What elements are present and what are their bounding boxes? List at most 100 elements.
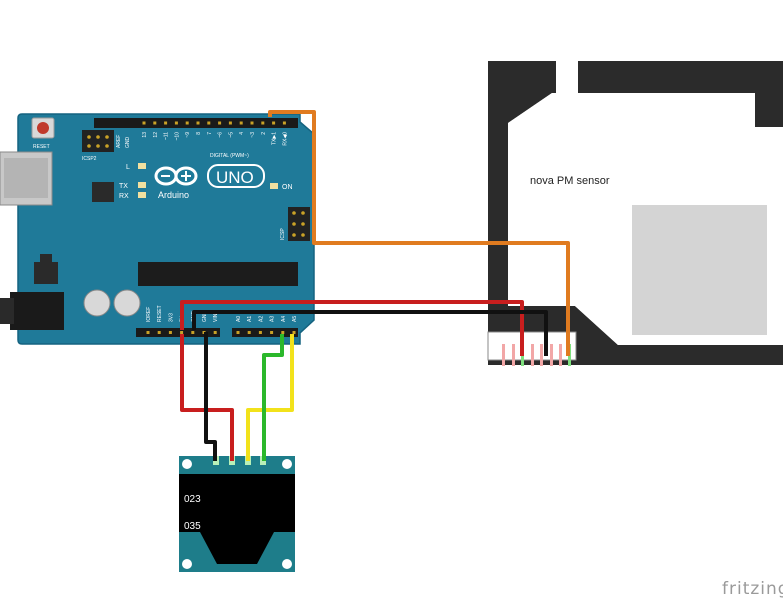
analog-header bbox=[232, 328, 298, 337]
digital-pin bbox=[153, 121, 157, 125]
analog-pin-label: A3 bbox=[270, 316, 276, 322]
analog-pin bbox=[247, 331, 251, 334]
arduino-brand-label: Arduino bbox=[158, 190, 189, 200]
analog-pin bbox=[236, 331, 240, 334]
wires bbox=[180, 110, 570, 461]
power-pin bbox=[157, 331, 161, 334]
digital-pin bbox=[185, 121, 189, 125]
atmega-chip bbox=[138, 262, 298, 286]
digital-pin bbox=[282, 121, 286, 125]
analog-header-pins bbox=[236, 331, 296, 334]
power-pin bbox=[191, 331, 195, 334]
analog-pin bbox=[292, 331, 296, 334]
icsp2-label: ICSP2 bbox=[82, 156, 97, 162]
digital-pin bbox=[272, 121, 276, 125]
digital-pin bbox=[228, 121, 232, 125]
led-rx bbox=[138, 192, 146, 198]
oled-mount-hole-4 bbox=[282, 559, 292, 569]
fritzing-watermark: fritzing bbox=[722, 579, 783, 599]
power-pin-label: IOREF bbox=[146, 307, 152, 322]
digital-pin bbox=[196, 121, 200, 125]
digital-pin bbox=[207, 121, 211, 125]
wire-orange-tx bbox=[268, 110, 570, 356]
power-pin-label: VIN bbox=[213, 313, 219, 322]
digital-pin-label: RX◀0 bbox=[282, 132, 288, 146]
digital-pin-label: ~9 bbox=[185, 132, 191, 138]
power-pin bbox=[146, 331, 150, 334]
oled-display-module: 023 035 bbox=[179, 456, 295, 572]
digital-pin bbox=[218, 121, 222, 125]
icsp-header bbox=[288, 207, 310, 241]
analog-pin-label: A1 bbox=[247, 316, 253, 322]
icsp2-header bbox=[82, 130, 114, 152]
digital-pin-label: ~10 bbox=[174, 132, 180, 141]
uno-badge bbox=[207, 164, 265, 188]
digital-pin-label: ~5 bbox=[228, 132, 234, 138]
nova-pm-sensor: nova PM sensor bbox=[487, 61, 783, 366]
analog-pin-label: A5 bbox=[292, 316, 298, 322]
digital-pin-label: TX▶1 bbox=[272, 132, 278, 145]
digital-pin-label: ~11 bbox=[164, 132, 170, 140]
aref-label: AREF bbox=[116, 135, 122, 148]
power-pin-label: GND bbox=[202, 311, 208, 323]
digital-pin bbox=[250, 121, 254, 125]
digital-pwm-label: DIGITAL (PWM~) bbox=[210, 153, 249, 159]
digital-pin bbox=[142, 121, 146, 125]
power-header bbox=[136, 328, 220, 337]
digital-pin-label: ~3 bbox=[250, 132, 256, 138]
power-pin-label: 3V3 bbox=[168, 313, 174, 322]
analog-pin bbox=[281, 331, 285, 334]
digital-pin-label: 12 bbox=[153, 132, 159, 138]
analog-pin bbox=[270, 331, 274, 334]
digital-pin bbox=[164, 121, 168, 125]
oled-ribbon bbox=[200, 532, 274, 564]
digital-pin bbox=[261, 121, 265, 125]
led-l-label: L bbox=[126, 164, 130, 171]
analog-pin-label: A0 bbox=[236, 316, 242, 322]
digital-pin-label: 2 bbox=[261, 132, 267, 135]
oled-screen bbox=[179, 474, 295, 532]
uno-label: UNO bbox=[216, 168, 254, 187]
digital-pin bbox=[174, 121, 178, 125]
wire-black-oled-gnd bbox=[204, 332, 217, 461]
led-tx-label: TX bbox=[119, 183, 128, 190]
capacitor-2 bbox=[113, 289, 141, 317]
icsp-label: ICSP bbox=[280, 228, 286, 240]
led-l bbox=[138, 163, 146, 169]
wire-yellow-oled-sda bbox=[246, 334, 294, 461]
digital-pin-label: 8 bbox=[196, 132, 202, 135]
analog-pin-label: A4 bbox=[281, 316, 287, 322]
sensor-window bbox=[632, 205, 767, 335]
arduino-pcb bbox=[17, 113, 315, 345]
digital-pin-label: 13 bbox=[142, 132, 148, 138]
wire-green-oled-scl bbox=[262, 334, 284, 461]
oled-mount-hole-1 bbox=[182, 459, 192, 469]
usb-chip bbox=[92, 182, 114, 202]
led-tx bbox=[138, 182, 146, 188]
digital-pin-label: 7 bbox=[207, 132, 213, 135]
digital-pin-label: ~6 bbox=[218, 132, 224, 138]
oled-line-1: 023 bbox=[184, 494, 201, 505]
wire-black-sensor-gnd bbox=[192, 310, 548, 356]
power-jack bbox=[10, 292, 64, 330]
oled-mount-hole-3 bbox=[182, 559, 192, 569]
analog-pin-label: A2 bbox=[258, 316, 264, 322]
oled-mount-hole-2 bbox=[282, 459, 292, 469]
power-pin bbox=[180, 331, 184, 334]
arduino-logo bbox=[154, 166, 198, 186]
wire-red-sensor-vcc bbox=[180, 300, 524, 356]
gnd-top-label: GND bbox=[125, 137, 131, 149]
digital-header-pins bbox=[142, 121, 286, 125]
power-pin bbox=[213, 331, 217, 334]
power-pin bbox=[168, 331, 172, 334]
oled-line-2: 035 bbox=[184, 521, 201, 532]
sensor-label: nova PM sensor bbox=[530, 175, 610, 187]
analog-pin-labels: A0 A1 A2 A3 A4 A5 bbox=[236, 316, 298, 322]
reset-label: RESET bbox=[33, 144, 50, 150]
led-rx-label: RX bbox=[119, 193, 129, 200]
analog-pin bbox=[258, 331, 262, 334]
led-on bbox=[270, 183, 278, 189]
led-on-label: ON bbox=[282, 184, 293, 191]
